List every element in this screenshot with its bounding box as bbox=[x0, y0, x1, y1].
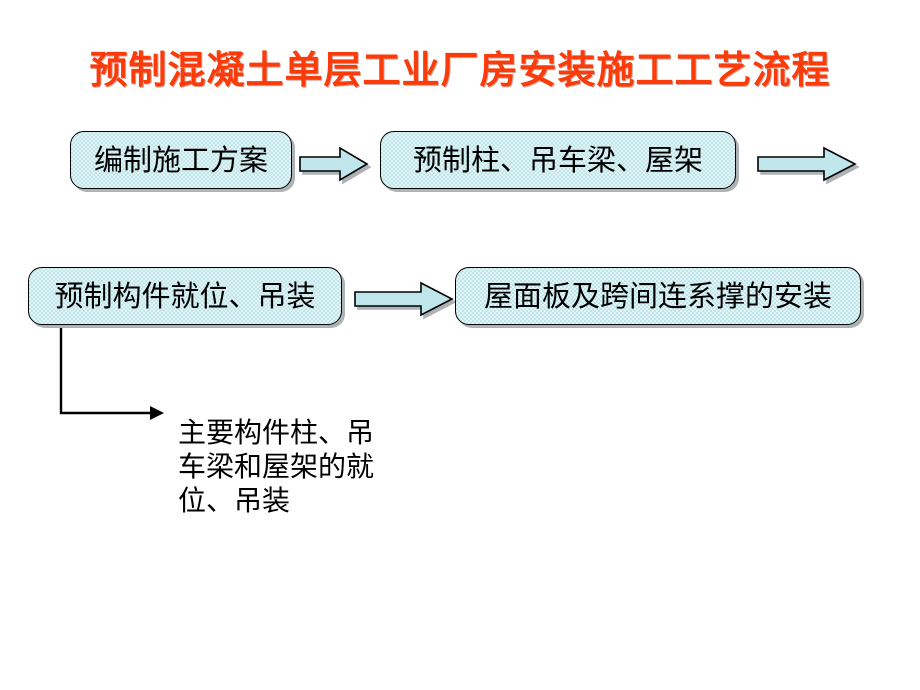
block-arrow-right-icon bbox=[757, 146, 860, 185]
flow-node-precast-members[interactable]: 预制柱、吊车梁、屋架 bbox=[380, 131, 736, 189]
caption-line: 主要构件柱、吊 bbox=[178, 416, 375, 449]
elbow-arrow-icon bbox=[52, 328, 172, 424]
flow-node-member-positioning[interactable]: 预制构件就位、吊装 bbox=[28, 267, 342, 325]
flow-node-plan[interactable]: 编制施工方案 bbox=[70, 131, 292, 189]
flow-node-label: 屋面板及跨间连系撑的安装 bbox=[483, 278, 832, 313]
flow-node-label: 编制施工方案 bbox=[93, 142, 268, 177]
caption-line: 位、吊装 bbox=[178, 484, 291, 517]
page-title: 预制混凝土单层工业厂房安装施工工艺流程 bbox=[89, 48, 831, 92]
connector-caption: 主要构件柱、吊 车梁和屋架的就 位、吊装 bbox=[178, 416, 428, 518]
flow-node-roof-panel-installation[interactable]: 屋面板及跨间连系撑的安装 bbox=[455, 267, 861, 325]
flow-node-label: 预制柱、吊车梁、屋架 bbox=[412, 142, 703, 177]
caption-line: 车梁和屋架的就 bbox=[178, 450, 375, 483]
flow-node-label: 预制构件就位、吊装 bbox=[54, 278, 316, 313]
block-arrow-right-icon bbox=[299, 146, 372, 185]
block-arrow-right-icon bbox=[354, 281, 457, 320]
